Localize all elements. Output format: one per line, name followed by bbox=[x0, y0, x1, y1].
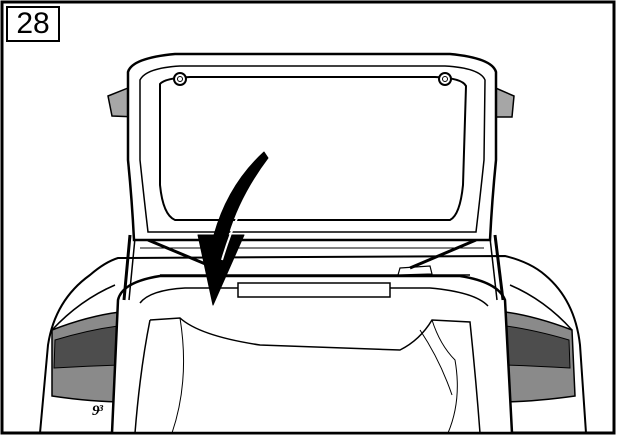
trunk-floor-fold bbox=[171, 317, 185, 434]
model-badge: 9³ bbox=[92, 403, 103, 419]
car-body-inner-right bbox=[509, 284, 573, 331]
trunk-lid-panel bbox=[159, 76, 468, 221]
left-bolt-inner bbox=[177, 76, 183, 82]
left-hinge bbox=[122, 234, 132, 301]
shelf-piece bbox=[397, 265, 433, 276]
right-hinge bbox=[493, 234, 505, 301]
trunk-right-bin bbox=[431, 319, 458, 434]
curved-down-arrow bbox=[197, 151, 269, 306]
left-hinge-inner bbox=[128, 237, 136, 301]
rear-shelf bbox=[237, 282, 391, 298]
step-number: 28 bbox=[6, 6, 60, 42]
car-body-outline bbox=[39, 254, 587, 434]
trunk-opening bbox=[110, 274, 514, 435]
right-strut bbox=[409, 238, 477, 270]
trunk-crease bbox=[419, 329, 453, 396]
trunk-floor-left bbox=[134, 319, 151, 434]
car-body-inner-left bbox=[51, 284, 116, 331]
right-bolt-inner bbox=[442, 76, 448, 82]
right-hinge-inner bbox=[489, 237, 498, 301]
curved-down-arrow-shaft bbox=[221, 159, 271, 261]
trunk-lid-frame bbox=[139, 65, 486, 233]
trunk-floor bbox=[149, 317, 481, 434]
